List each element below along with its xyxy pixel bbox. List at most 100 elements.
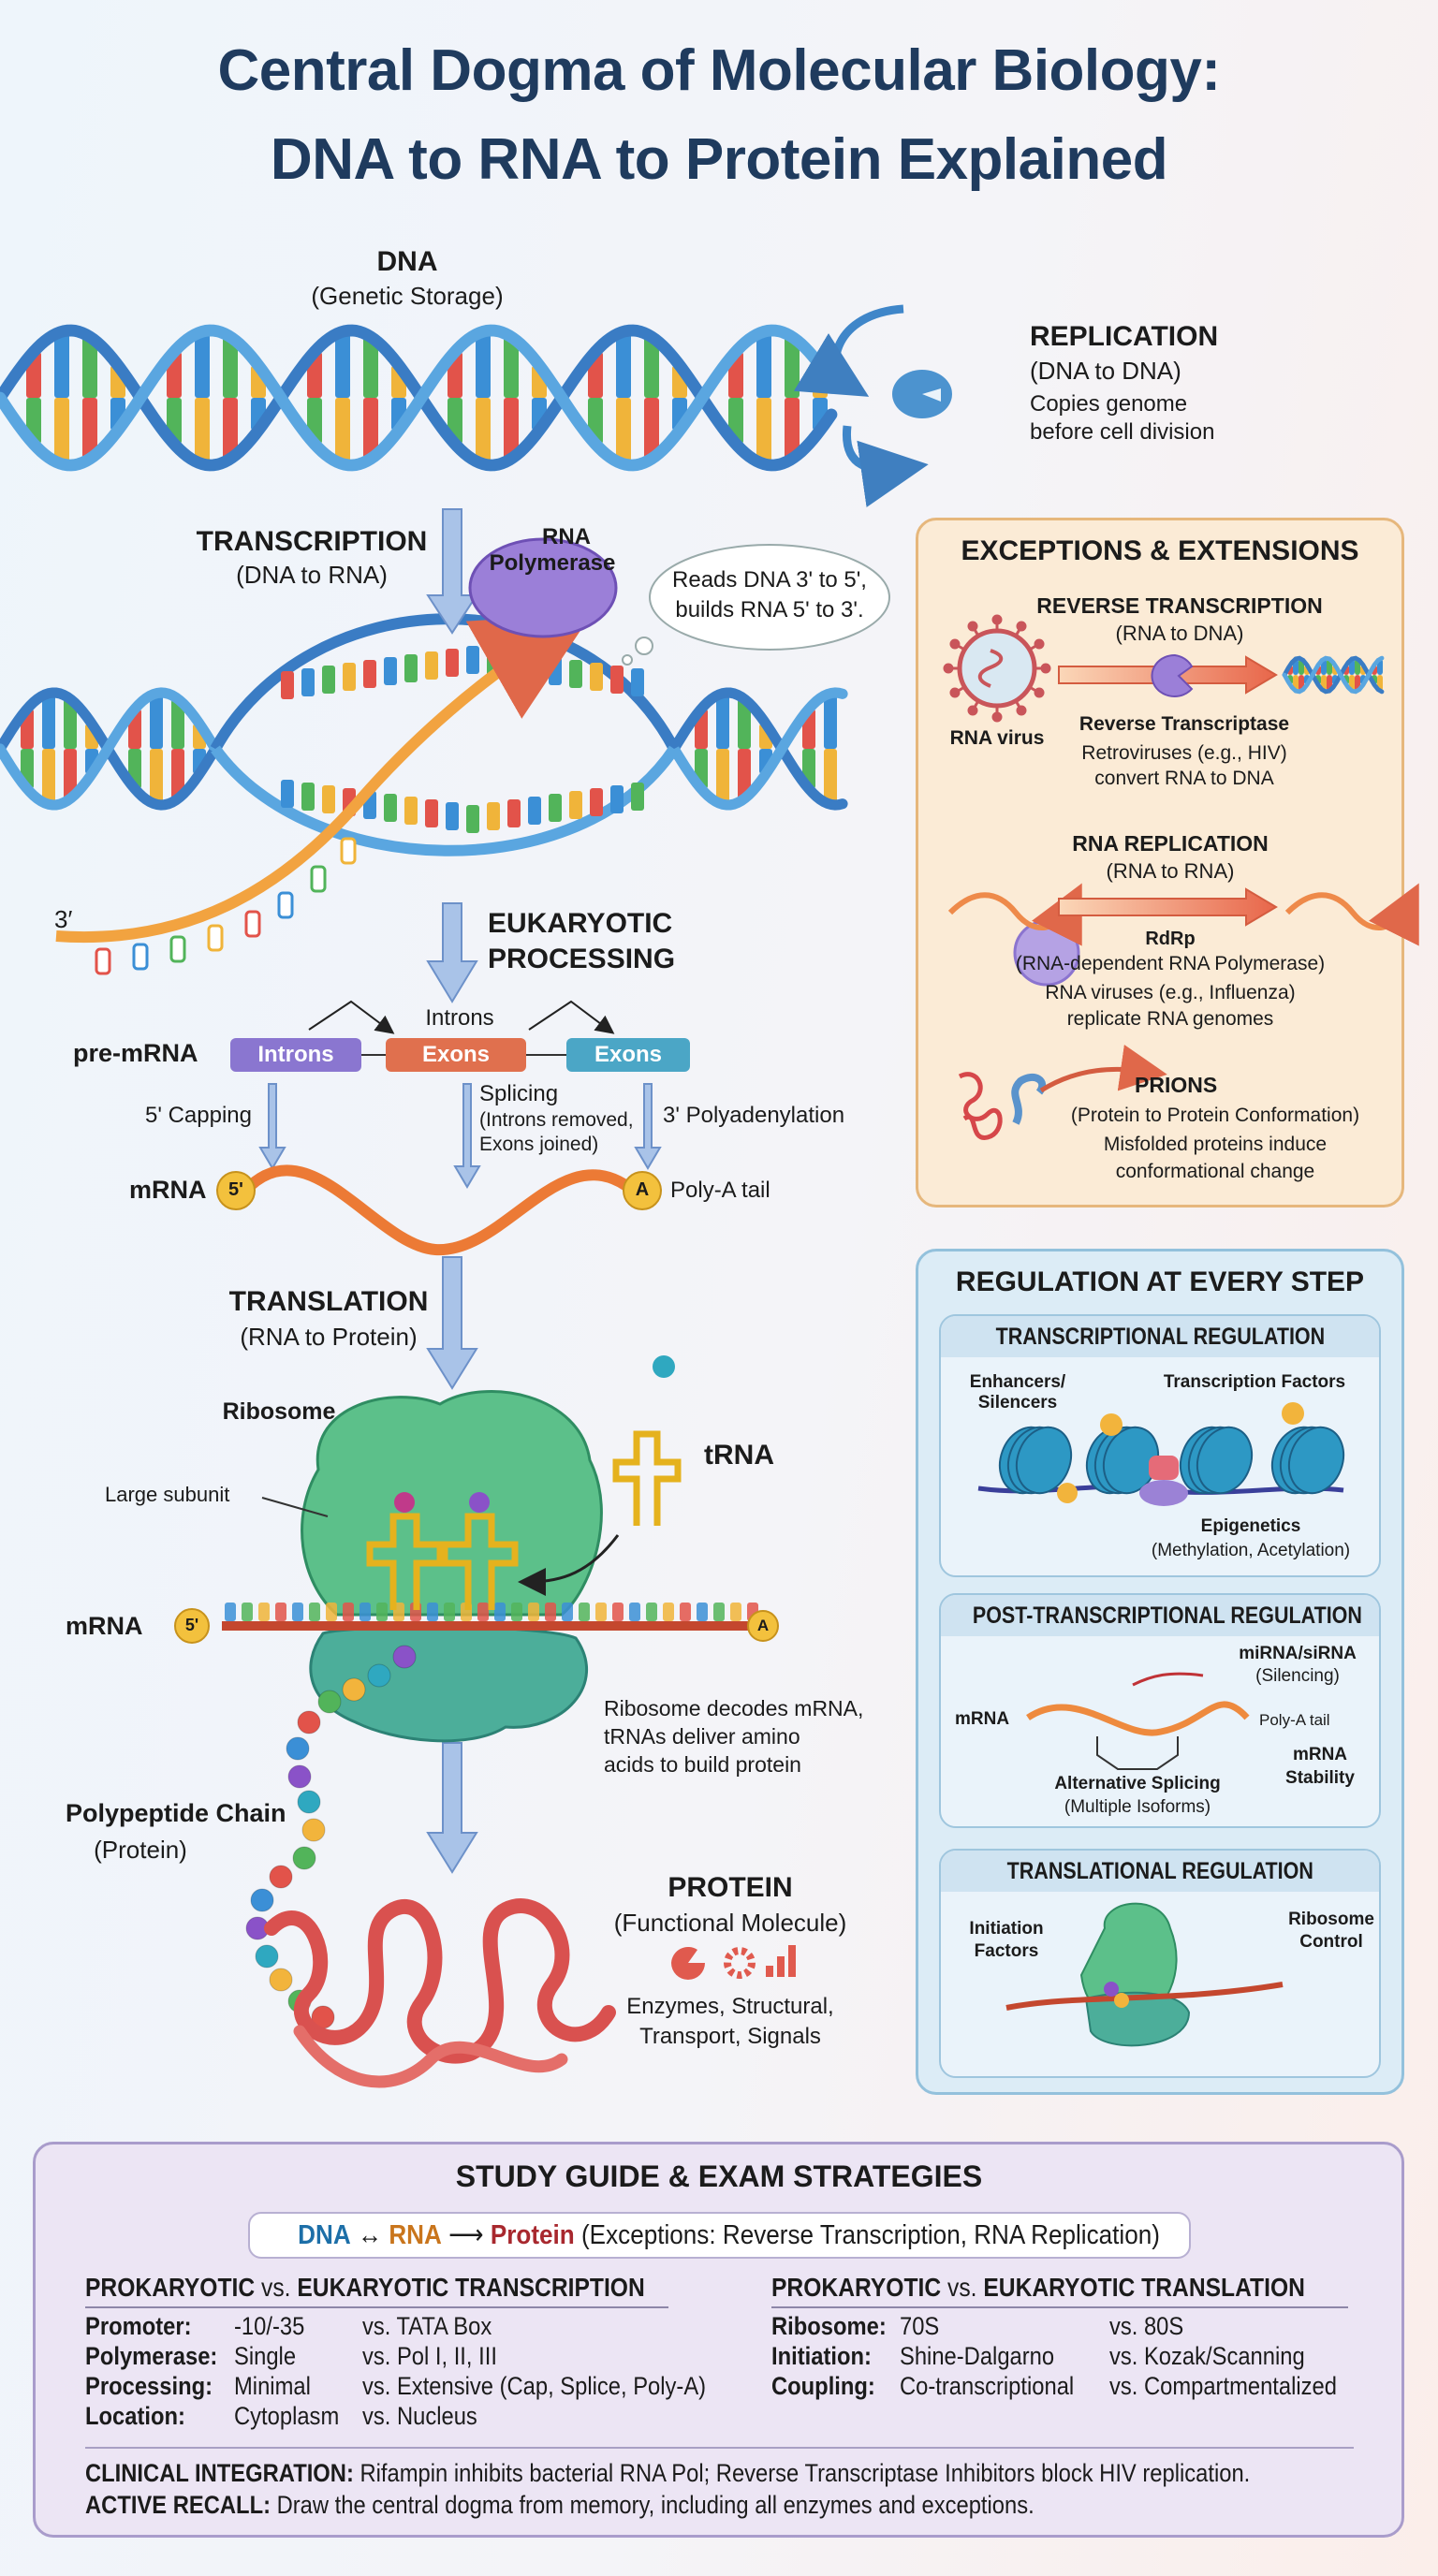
clinical-text: Rifampin inhibits bacterial RNA Pol; Rev… [360,2459,1251,2487]
folding-arrow [426,1742,478,1874]
speech-bubble [622,544,890,666]
regulation-title: REGULATION AT EVERY STEP [955,1266,1365,1297]
mrna-five-prime-cap [174,1608,210,1644]
rna-virus-label: RNA virus [949,727,1045,749]
mrna-stability-label-2: Stability [1285,1768,1355,1788]
reverse-transcription-title: REVERSE TRANSCRIPTION [1036,593,1323,618]
rna-virus-icon [943,614,1051,723]
study-guide-panel [33,2142,1404,2538]
replication-title: REPLICATION [1030,321,1219,352]
introns-label: Introns [425,1005,494,1031]
translation-title: TRANSLATION [228,1286,429,1317]
leader-line [261,1497,329,1517]
rna-replication-sub: (RNA to RNA) [1106,859,1235,883]
central-dogma-summary: DNA ↔ RNA ⟶ Protein (Exceptions: Reverse… [248,2212,1191,2259]
mrna-three-prime-end [747,1610,779,1642]
bubble-text-2: builds RNA 5' to 3'. [675,597,864,622]
summary-dna: DNA [298,2220,351,2250]
row-key: Initiation: [771,2342,872,2370]
initiation-factors-label-1: Initiation [969,1919,1044,1939]
rna-polymerase-label-1: RNA [542,524,591,549]
row-key: Promoter: [85,2312,192,2340]
amino-acid [653,1355,675,1378]
clinical-integration: CLINICAL INTEGRATION: Rifampin inhibits … [85,2459,1250,2488]
capping-label: 5' Capping [145,1103,252,1128]
row-eukaryotic: vs. Kozak/Scanning [1109,2342,1305,2370]
rdrp-full-label: (RNA-dependent RNA Polymerase) [1015,953,1326,974]
polyadenylation-label: 3' Polyadenylation [663,1103,845,1128]
prions-title: PRIONS [1135,1073,1218,1097]
polypeptide-label: Polypeptide Chain [66,1799,286,1827]
pre-mrna-label: pre-mRNA [73,1039,198,1067]
row-prokaryotic: Single [234,2342,297,2370]
gear-icon [724,1947,756,1979]
trna-molecules [366,1430,682,1610]
heading-prokaryotic: PROKARYOTIC [85,2273,256,2302]
rna-replication-desc-2: replicate RNA genomes [1066,1008,1274,1030]
trna-label: tRNA [704,1440,774,1471]
rdrp-label: RdRp [1145,929,1196,949]
rna-copy-icon [1284,883,1419,946]
post-polya-label: Poly-A tail [1259,1711,1330,1729]
poly-a-cap [623,1171,662,1210]
protein-title: PROTEIN [668,1872,793,1903]
methyl-marker [1282,1402,1304,1425]
study-guide-title: STUDY GUIDE & EXAM STRATEGIES [455,2159,983,2193]
rna-replication-arrow [1058,887,1278,927]
regulation-mrna [1005,1982,1284,2011]
translation-arrow [426,1256,478,1390]
mrna-stability-label-1: mRNA [1292,1745,1348,1764]
normal-protein-icon [1011,1073,1047,1125]
row-key: Polymerase: [85,2342,218,2370]
alternative-splicing-sub: (Multiple Isoforms) [1064,1797,1211,1817]
protein-function-icons [671,1945,796,1980]
recall-text: Draw the central dogma from memory, incl… [276,2491,1034,2519]
transcription-arrow [426,508,478,635]
polypeptide-sub: (Protein) [94,1836,187,1864]
summary-rna: RNA [389,2220,442,2250]
splicing-label: Splicing [479,1081,559,1106]
enhancer-marker [1057,1483,1078,1503]
translation-desc-1: Ribosome decodes mRNA, [604,1696,864,1720]
prions-desc-2: conformational change [1115,1161,1315,1182]
row-key: Ribosome: [771,2312,887,2340]
dna-label: DNA [376,246,438,277]
mrna-five-prime-label: 5' [184,1616,199,1634]
mrna-label: mRNA [129,1176,207,1204]
alternative-splicing-bracket [1096,1736,1179,1770]
rna-replication-title: RNA REPLICATION [1072,831,1269,856]
translation-sub: (RNA to Protein) [240,1323,418,1351]
translation-desc-2: tRNAs deliver amino [604,1724,800,1749]
epigenetics-sub: (Methylation, Acetylation) [1151,1541,1351,1560]
processing-title-2: PROCESSING [488,944,676,974]
bubble-text-1: Reads DNA 3' to 5', [672,567,867,593]
replication-cycle-icon [793,304,952,507]
row-eukaryotic: vs. TATA Box [362,2312,492,2340]
summary-note: (Exceptions: Reverse Transcription, RNA … [580,2220,1160,2250]
row-key: Processing: [85,2372,213,2400]
nucleosomes [998,1426,1345,1495]
replication-sub: (DNA to DNA) [1030,357,1181,385]
reverse-transcriptase-label: Reverse Transcriptase [1078,713,1290,735]
processing-arrow [426,902,478,1003]
regulated-mrna [1026,1701,1250,1736]
transcription-bubble-helix [0,613,848,856]
transcription-comparison-heading: PROKARYOTIC vs. EUKARYOTIC TRANSCRIPTION [85,2273,669,2309]
page-title-line2: DNA to RNA to Protein Explained [270,127,1168,192]
mirna-label: miRNA/siRNA [1239,1644,1357,1663]
row-eukaryotic: vs. Nucleus [362,2402,477,2430]
initiation-factor [1104,1982,1119,1997]
large-subunit-label: Large subunit [105,1483,230,1506]
protein-desc-1: Enzymes, Structural, [626,1994,834,2019]
row-prokaryotic: 70S [900,2312,940,2340]
summary-arrow-2: ⟶ [448,2220,484,2250]
reverse-transcription-sub: (RNA to DNA) [1115,622,1244,645]
post-transcriptional-regulation-panel: POST-TRANSCRIPTIONAL REGULATION [939,1593,1381,1828]
five-prime-cap [216,1171,256,1210]
reverse-transcription-desc-1: Retroviruses (e.g., HIV) [1081,742,1287,764]
regulation-ribosome-small [1084,1991,1191,2047]
clinical-label: CLINICAL INTEGRATION: [85,2459,354,2487]
splice-arrow [308,1000,395,1034]
poly-a-tail-label: Poly-A tail [670,1178,770,1203]
translation-comparison-heading: PROKARYOTIC vs. EUKARYOTIC TRANSLATION [771,2273,1348,2309]
